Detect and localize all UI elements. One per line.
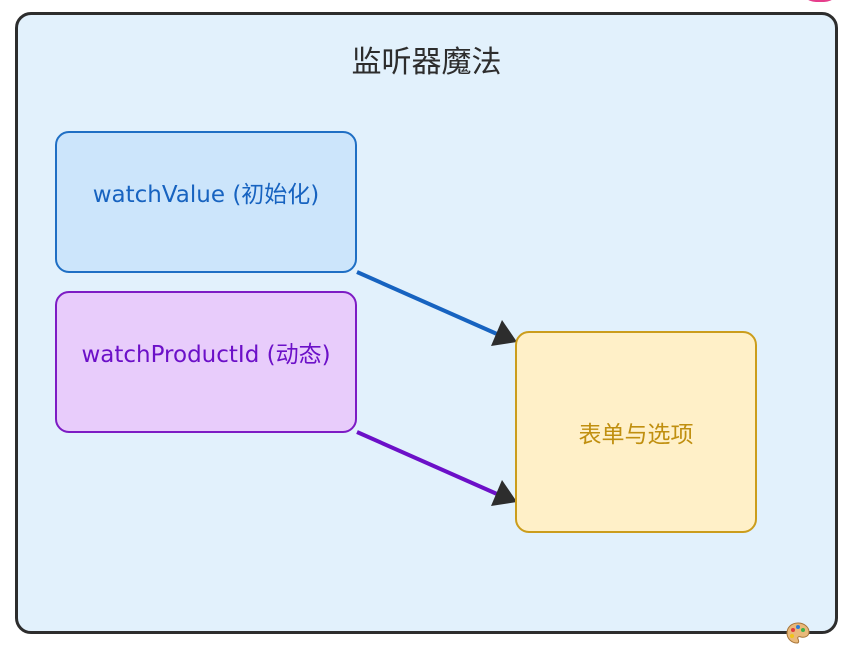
arrowhead-1 <box>491 320 517 346</box>
edge-watch-value-to-form-options <box>356 270 498 336</box>
node-form-options-label: 表单与选项 <box>578 422 694 448</box>
node-watch-value-label: watchValue (初始化) <box>92 182 320 208</box>
node-form-options: 表单与选项 <box>515 331 757 533</box>
arrowhead-2 <box>491 480 517 506</box>
node-watch-product-id-label: watchProductId (动态) <box>81 342 331 368</box>
palette-icon <box>786 622 810 644</box>
node-watch-product-id: watchProductId (动态) <box>55 291 357 433</box>
edge-watch-product-to-form-options <box>356 430 498 496</box>
corner-decoration <box>800 0 840 2</box>
node-watch-value: watchValue (初始化) <box>55 131 357 273</box>
diagram-title: 监听器魔法 <box>351 45 502 80</box>
